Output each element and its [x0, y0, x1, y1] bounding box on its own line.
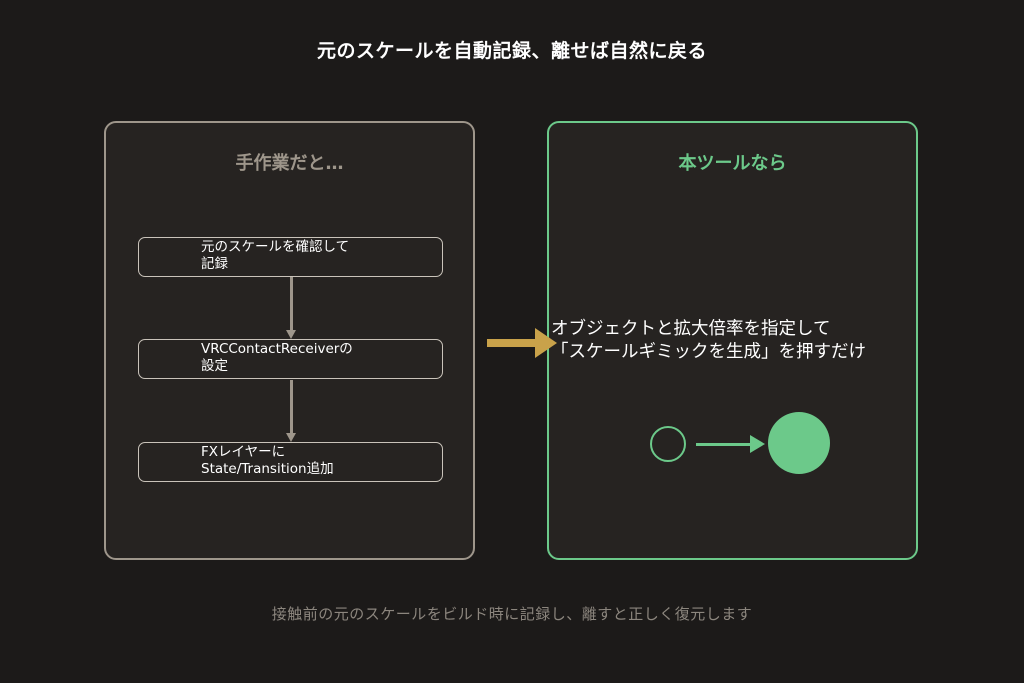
- arrow-head: [535, 328, 557, 358]
- tool-description-line: 「スケールギミックを生成」を押すだけ: [551, 342, 866, 362]
- circle-filled-icon: [768, 412, 830, 474]
- footnote: 接触前の元のスケールをビルド時に記録し、離すと正しく復元します: [271, 605, 753, 623]
- manual-workflow-panel: 手作業だと… 元のスケールを確認して 記録 VRCContactReceiver…: [104, 121, 475, 560]
- arrow-down-icon: [286, 277, 297, 339]
- tool-description: オブジェクトと拡大倍率を指定して 「スケールギミックを生成」を押すだけ: [551, 318, 866, 364]
- arrow-shaft: [290, 277, 293, 331]
- arrow-down-icon: [286, 380, 297, 442]
- arrow-head: [286, 330, 296, 339]
- manual-step-contact-receiver: VRCContactReceiverの 設定: [138, 339, 443, 379]
- manual-panel-heading: 手作業だと…: [235, 153, 344, 174]
- manual-step-record-scale: 元のスケールを確認して 記録: [138, 237, 443, 277]
- tool-panel-heading: 本ツールなら: [678, 153, 787, 174]
- page-title: 元のスケールを自動記録、離せば自然に戻る: [316, 40, 707, 62]
- manual-step-fx-layer: FXレイヤーに State/Transition追加: [138, 442, 443, 482]
- arrow-shaft: [696, 443, 752, 446]
- arrow-shaft: [487, 339, 539, 347]
- tool-description-line: オブジェクトと拡大倍率を指定して: [551, 319, 831, 339]
- arrow-head: [286, 433, 296, 442]
- tool-workflow-panel: 本ツールなら: [547, 121, 918, 560]
- arrow-right-icon: [487, 328, 559, 358]
- arrow-right-icon: [696, 435, 766, 453]
- circle-outline-icon: [650, 426, 686, 462]
- arrow-shaft: [290, 380, 293, 434]
- arrow-head: [750, 435, 765, 453]
